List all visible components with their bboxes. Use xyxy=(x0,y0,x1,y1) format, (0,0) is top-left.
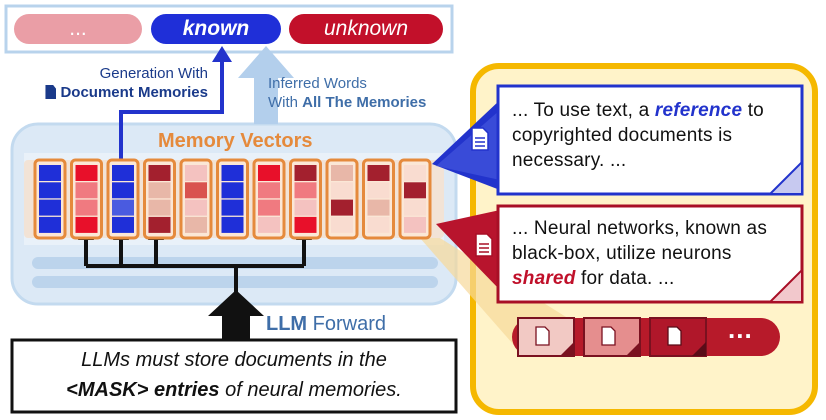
generation-arrowhead xyxy=(212,46,232,62)
memory-cell xyxy=(331,199,353,216)
blue-doc-text: ... To use text, a reference to copyrigh… xyxy=(512,98,764,173)
red-doc-fold xyxy=(767,267,803,303)
generation-line xyxy=(119,54,224,168)
generation-label-bold: Document Memories xyxy=(60,84,208,101)
memory-cell xyxy=(331,165,353,181)
token-known: known xyxy=(151,14,281,44)
memory-cell xyxy=(258,165,280,181)
llm-forward-rest: Forward xyxy=(307,313,386,335)
blue-doc-line3: necessary. ... xyxy=(512,150,627,171)
blue-doc-p2: to xyxy=(742,100,764,121)
llm-forward-arrow xyxy=(208,290,264,340)
memory-cell xyxy=(75,182,98,199)
memory-cell xyxy=(148,165,171,181)
memory-cell xyxy=(294,216,317,233)
prompt-text: LLMs must store documents in the <MASK> … xyxy=(12,345,456,405)
prompt-mask: <MASK> entries xyxy=(66,379,220,401)
blue-doc-p1: ... To use text, a xyxy=(512,100,655,121)
document-icon xyxy=(471,127,489,151)
memory-cell xyxy=(294,199,317,216)
memory-cell xyxy=(258,182,280,199)
memory-cell xyxy=(331,216,353,233)
generation-label-line2: Document Memories xyxy=(24,83,208,102)
inferred-bold: All The Memories xyxy=(302,94,427,111)
memory-cell xyxy=(148,199,171,216)
memory-cell xyxy=(367,165,390,181)
blue-doc-em: reference xyxy=(654,100,743,121)
red-doc-line2: black-box, utilize neurons xyxy=(512,243,732,264)
prompt-box xyxy=(10,338,458,414)
memory-cell xyxy=(75,165,98,181)
memory-vectors-title: Memory Vectors xyxy=(158,130,313,152)
prompt-line2-rest: of neural memories. xyxy=(219,379,402,401)
doc-card xyxy=(649,317,707,357)
inferred-label: Inferred Words With All The Memories xyxy=(268,74,426,112)
memory-cell xyxy=(367,199,390,216)
token-unknown: unknown xyxy=(289,14,443,44)
memory-cell xyxy=(185,199,207,216)
memory-cell xyxy=(294,165,317,181)
doc-card xyxy=(517,317,575,357)
document-icon xyxy=(475,233,493,257)
red-doc-p2: for data. ... xyxy=(575,268,675,289)
doc-card xyxy=(583,317,641,357)
token-previous: ... xyxy=(14,14,142,44)
memory-cell xyxy=(39,216,61,233)
memory-cell xyxy=(221,216,244,233)
blue-doc-bubble xyxy=(496,84,804,196)
memory-cell xyxy=(75,216,98,233)
memory-cell xyxy=(221,165,244,181)
memory-cell xyxy=(258,216,280,233)
inferred-arrow xyxy=(238,46,294,124)
memory-cell xyxy=(294,182,317,199)
memory-cell xyxy=(404,182,426,199)
memory-cell xyxy=(112,165,134,181)
memory-cell xyxy=(367,182,390,199)
document-strip xyxy=(512,318,780,356)
red-doc-line3: shared for data. ... xyxy=(512,266,767,291)
more-documents-ellipsis: ... xyxy=(728,314,753,344)
memory-cell xyxy=(367,216,390,233)
generation-label-line1: Generation With xyxy=(99,65,208,82)
memory-cell xyxy=(185,216,207,233)
inferred-label-line2: With All The Memories xyxy=(268,93,426,112)
memory-cell xyxy=(112,216,134,233)
memory-vectors xyxy=(33,158,432,240)
prompt-line2: <MASK> entries of neural memories. xyxy=(12,375,456,405)
inferred-prefix: With xyxy=(268,94,303,111)
blue-doc-line2: copyrighted documents is xyxy=(512,125,733,146)
llm-forward-label: LLM Forward xyxy=(266,313,386,336)
generation-label: Generation With Document Memories xyxy=(24,64,208,102)
memory-cell xyxy=(331,182,353,199)
red-doc-bubble xyxy=(496,204,804,304)
blue-doc-beam-light xyxy=(436,110,500,180)
memory-cell xyxy=(39,165,61,181)
memory-cell xyxy=(75,199,98,216)
memory-cell xyxy=(221,199,244,216)
memory-cell xyxy=(112,199,134,216)
memory-cell xyxy=(258,199,280,216)
memory-cell xyxy=(404,216,426,233)
llm-forward-bold: LLM xyxy=(266,313,308,335)
memory-cell xyxy=(185,182,207,199)
memory-cell xyxy=(39,182,61,199)
memory-cell xyxy=(404,199,426,216)
blue-doc-line1: ... To use text, a reference to xyxy=(512,98,764,123)
red-doc-line1: ... Neural networks, known as xyxy=(512,218,768,239)
memory-cell xyxy=(185,165,207,181)
memory-cell xyxy=(39,199,61,216)
prompt-line1: LLMs must store documents in the xyxy=(81,349,387,371)
blue-doc-fold xyxy=(767,159,803,195)
document-icon xyxy=(45,85,57,99)
memory-cell xyxy=(112,182,134,199)
memory-cell xyxy=(148,216,171,233)
red-doc-beam xyxy=(436,210,500,290)
memory-cell xyxy=(148,182,171,199)
inferred-label-line1: Inferred Words xyxy=(268,75,367,92)
red-doc-text: ... Neural networks, known as black-box,… xyxy=(512,216,767,291)
red-doc-em: shared xyxy=(512,268,576,289)
memory-cell xyxy=(221,182,244,199)
memory-cell xyxy=(404,165,426,181)
